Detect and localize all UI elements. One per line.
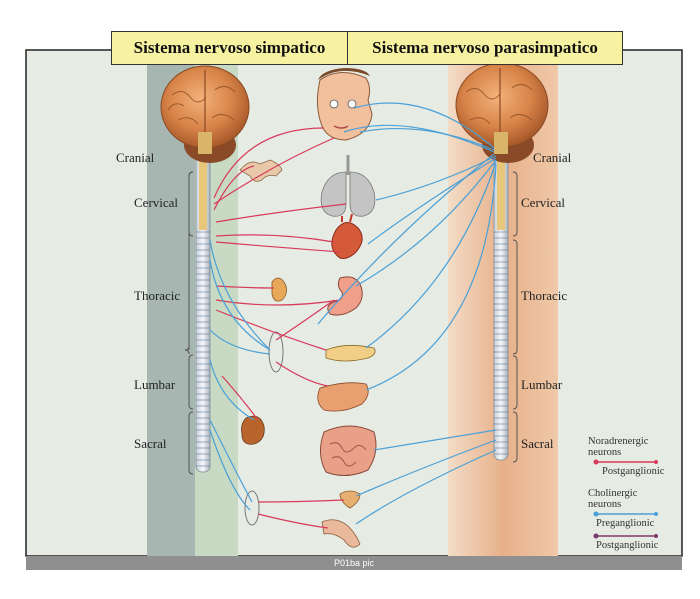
right-label-cranial: Cranial	[533, 150, 572, 165]
right-label-lumbar: Lumbar	[521, 377, 563, 392]
liver-organ	[317, 382, 369, 412]
bladder-organ	[339, 490, 361, 509]
left-region-brackets	[184, 171, 194, 475]
genitalia-organ	[321, 519, 361, 548]
legend-noradrenergic-post: Postganglionic	[602, 466, 665, 477]
lacrimal-gland-organ	[239, 159, 283, 182]
right-label-cervical: Cervical	[521, 195, 566, 210]
kidney-organ	[241, 415, 265, 445]
parasympathetic-fibers	[209, 102, 497, 525]
left-brain	[160, 65, 250, 163]
footer-bar: P01ba pic	[26, 556, 682, 570]
left-label-cervical: Cervical	[134, 195, 179, 210]
collateral-ganglia	[244, 331, 284, 526]
legend-cholinergic: Cholinergic neurons	[588, 488, 638, 510]
sympathetic-fibers	[213, 127, 347, 529]
legend-lines	[593, 459, 658, 539]
legend-cholinergic-pre: Preganglionic	[596, 518, 655, 529]
adrenal-organ	[271, 277, 287, 302]
legend-noradrenergic: Noradrenergic neurons	[588, 436, 649, 458]
intestine-organ	[320, 425, 377, 476]
parasympathetic-title: Sistema nervoso parasimpatico	[347, 31, 623, 65]
left-label-thoracic: Thoracic	[134, 288, 181, 303]
right-brain	[455, 62, 549, 163]
right-region-brackets	[512, 171, 518, 463]
right-spinal-cord	[493, 149, 509, 461]
pancreas-organ	[325, 345, 376, 362]
face-organ	[316, 68, 373, 141]
sympathetic-title: Sistema nervoso simpatico	[111, 31, 348, 65]
right-label-sacral: Sacral	[521, 436, 554, 451]
legend-cholinergic-post: Postganglionic	[596, 540, 659, 551]
left-label-sacral: Sacral	[134, 436, 167, 451]
left-label-cranial: Cranial	[116, 150, 155, 165]
right-label-thoracic: Thoracic	[521, 288, 568, 303]
left-spinal-cord	[195, 149, 211, 473]
left-label-lumbar: Lumbar	[134, 377, 176, 392]
